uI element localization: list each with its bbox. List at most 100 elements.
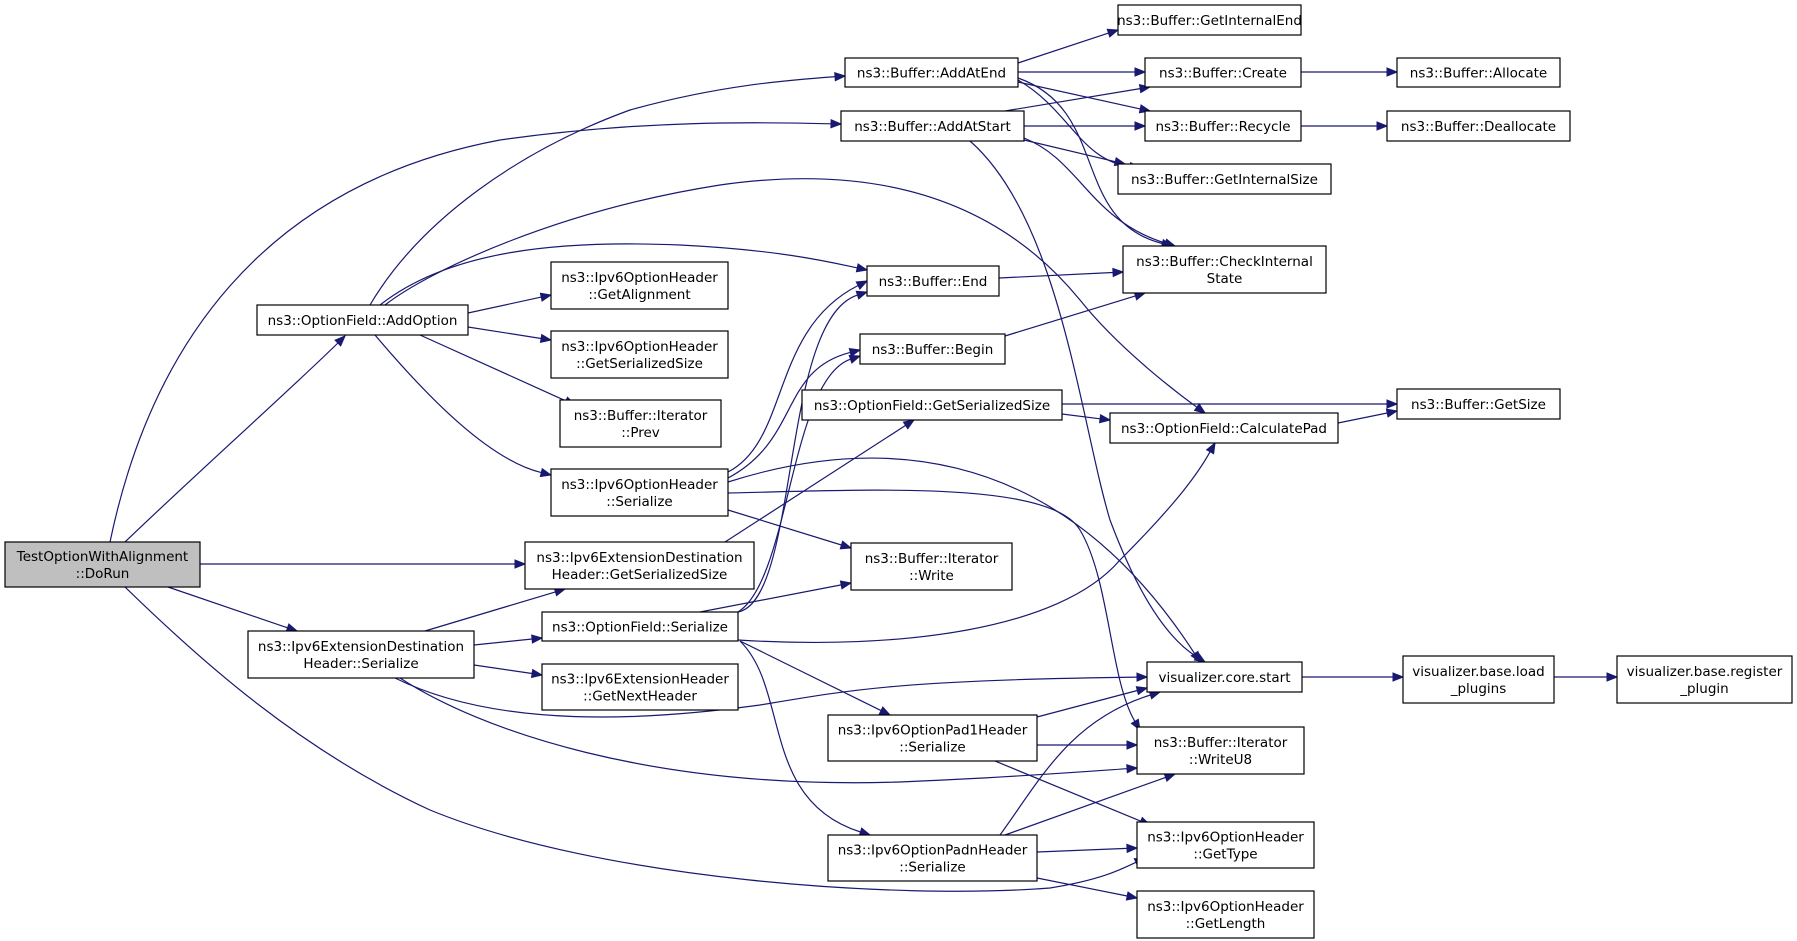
node-pad1Serialize[interactable]: ns3::Ipv6OptionPad1Header::Serialize: [827, 714, 1038, 762]
edge-line: [1036, 689, 1138, 718]
node-box: [1396, 388, 1561, 420]
edge-addOption-to-getAlignment: [467, 292, 553, 314]
arrowhead-icon: [848, 354, 862, 364]
node-getInternalSize[interactable]: ns3::Buffer::GetInternalSize: [1117, 163, 1332, 195]
node-addOption[interactable]: ns3::OptionField::AddOption: [256, 304, 469, 336]
node-iterPrev[interactable]: ns3::Buffer::Iterator::Prev: [559, 399, 722, 448]
node-extGetSerSize[interactable]: ns3::Ipv6ExtensionDestinationHeader::Get…: [524, 541, 755, 590]
node-label: ns3::Ipv6OptionPad1Header: [838, 723, 1028, 739]
node-extSerialize[interactable]: ns3::Ipv6ExtensionDestinationHeader::Ser…: [247, 630, 475, 679]
node-box: [1396, 57, 1561, 88]
node-iterWrite[interactable]: ns3::Buffer::Iterator::Write: [850, 542, 1013, 591]
node-label: ns3::Buffer::AddAtStart: [854, 119, 1011, 135]
node-label: ::GetLength: [1186, 916, 1266, 932]
node-ofGetSerSize[interactable]: ns3::OptionField::GetSerializedSize: [801, 389, 1063, 421]
node-addAtStart[interactable]: ns3::Buffer::AddAtStart: [840, 110, 1025, 142]
edge-line: [1017, 79, 1131, 168]
node-getType[interactable]: ns3::Ipv6OptionHeader::GetType: [1136, 821, 1315, 869]
node-registerPlugin[interactable]: visualizer.base.register_plugin: [1616, 655, 1793, 704]
arrowhead-icon: [839, 540, 853, 550]
node-vizStart[interactable]: visualizer.core.start: [1146, 661, 1303, 693]
edge-line: [969, 140, 1197, 658]
node-getSize[interactable]: ns3::Buffer::GetSize: [1396, 388, 1561, 420]
node-label: ::DoRun: [76, 566, 130, 582]
node-recycle[interactable]: ns3::Buffer::Recycle: [1144, 110, 1302, 142]
call-edges: [109, 28, 1619, 901]
edge-line: [473, 638, 533, 646]
node-label: ns3::Buffer::End: [879, 274, 988, 290]
edge-line: [394, 676, 1138, 718]
edge-extSerialize-to-writeU8: [399, 677, 1139, 784]
node-box: [844, 57, 1019, 88]
edge-line: [1023, 139, 1116, 163]
edge-vizStart-to-loadPlugins: [1302, 672, 1405, 682]
arrowhead-icon: [834, 72, 847, 82]
node-label: Header::Serialize: [303, 656, 418, 672]
edge-line: [419, 334, 567, 402]
node-label: State: [1207, 271, 1243, 287]
edge-doRun-to-extSerialize: [167, 586, 299, 633]
node-box: [1402, 655, 1555, 704]
arrowhead-icon: [1163, 773, 1177, 783]
node-label: ::GetType: [1193, 847, 1257, 863]
edge-line: [727, 457, 1196, 654]
edge-addOption-to-addAtEnd: [369, 72, 847, 306]
arrowhead-icon: [514, 559, 527, 569]
arrowhead-icon: [1136, 672, 1149, 682]
edge-line: [1004, 776, 1166, 836]
arrowhead-icon: [1386, 67, 1399, 77]
node-getLength[interactable]: ns3::Ipv6OptionHeader::GetLength: [1136, 890, 1315, 939]
edge-line: [739, 640, 861, 833]
node-label: ns3::Buffer::GetInternalSize: [1131, 172, 1318, 188]
node-getAlignment[interactable]: ns3::Ipv6OptionHeader::GetAlignment: [550, 261, 729, 310]
node-label: ::Serialize: [899, 740, 965, 756]
arrowhead-icon: [855, 263, 869, 273]
node-label: ns3::Ipv6OptionHeader: [561, 477, 718, 493]
arrowhead-icon: [1106, 28, 1120, 38]
arrowhead-icon: [1112, 267, 1125, 278]
node-box: [1109, 412, 1339, 444]
node-begin[interactable]: ns3::Buffer::Begin: [859, 333, 1006, 365]
node-getSerSizeOH[interactable]: ns3::Ipv6OptionHeader::GetSerializedSize: [550, 330, 729, 379]
node-writeU8[interactable]: ns3::Buffer::Iterator::WriteU8: [1136, 726, 1305, 775]
node-box: [1136, 726, 1305, 775]
edge-line: [1337, 412, 1388, 424]
node-addAtEnd[interactable]: ns3::Buffer::AddAtEnd: [844, 57, 1019, 88]
node-doRun[interactable]: TestOptionWithAlignment::DoRun: [4, 541, 201, 588]
node-getNextHeader[interactable]: ns3::Ipv6ExtensionHeader::GetNextHeader: [541, 663, 739, 711]
edge-line: [1017, 32, 1109, 64]
edge-ofSerialize-to-iterWrite: [699, 580, 853, 613]
edge-pad1Serialize-to-vizStart: [1036, 686, 1149, 718]
node-loadPlugins[interactable]: visualizer.base.load_plugins: [1402, 655, 1555, 704]
edge-extSerialize-to-ofSerialize: [473, 634, 544, 646]
node-label: ::Serialize: [899, 860, 965, 876]
node-label: ::GetSerializedSize: [576, 356, 703, 372]
node-ohSerialize[interactable]: ns3::Ipv6OptionHeader::Serialize: [550, 468, 729, 517]
edge-padnSerialize-to-getType: [1036, 843, 1139, 854]
edge-addAtStart-to-vizStart: [969, 140, 1207, 663]
node-label: ns3::Ipv6OptionHeader: [561, 339, 718, 355]
node-label: ns3::Buffer::Recycle: [1155, 119, 1290, 135]
node-getInternalEnd[interactable]: ns3::Buffer::GetInternalEnd: [1117, 4, 1302, 36]
node-label: ns3::OptionField::CalculatePad: [1121, 421, 1327, 437]
node-label: ns3::Buffer::Iterator: [865, 551, 999, 567]
node-allocate[interactable]: ns3::Buffer::Allocate: [1396, 57, 1561, 88]
node-padnSerialize[interactable]: ns3::Ipv6OptionPadnHeader::Serialize: [827, 834, 1038, 882]
edge-line: [399, 677, 1128, 784]
node-create[interactable]: ns3::Buffer::Create: [1144, 57, 1302, 88]
edge-recycle-to-deallocate: [1301, 121, 1389, 131]
edge-line: [384, 178, 1198, 408]
node-calcPad[interactable]: ns3::OptionField::CalculatePad: [1109, 412, 1339, 444]
edge-addAtEnd-to-checkInternal: [1017, 77, 1174, 248]
edge-doRun-to-addAtStart: [109, 119, 843, 543]
edge-line: [473, 664, 533, 675]
edge-line: [737, 451, 1211, 643]
node-deallocate[interactable]: ns3::Buffer::Deallocate: [1386, 110, 1571, 142]
node-ofSerialize[interactable]: ns3::OptionField::Serialize: [541, 611, 739, 642]
node-end[interactable]: ns3::Buffer::End: [866, 265, 1000, 297]
edge-addOption-to-calcPad: [384, 178, 1207, 414]
node-box: [559, 399, 722, 448]
arrowhead-icon: [878, 706, 892, 716]
